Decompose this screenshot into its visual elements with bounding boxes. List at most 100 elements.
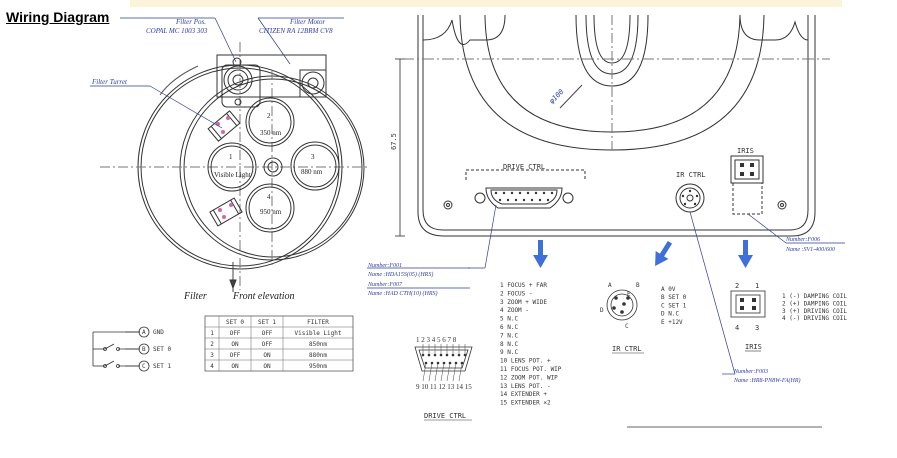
- pin-dot: [750, 163, 754, 167]
- pin-dot: [683, 202, 687, 206]
- housing-drawing: [395, 14, 830, 237]
- iris-pin-entry: 1 (-) DAMPING COIL: [782, 293, 847, 300]
- filter-3-num: 3: [311, 153, 315, 161]
- pin-dot: [494, 191, 498, 195]
- pin-dot: [693, 202, 697, 206]
- table-cell: SET 0: [226, 319, 244, 326]
- ir-pin-letter: A: [608, 282, 612, 289]
- table-cell: ON: [231, 363, 239, 370]
- callout-f001-1: Number:F001: [367, 263, 402, 269]
- callout-f003-1: Number:F003: [733, 369, 768, 375]
- drive-pin-entry: 15 EXTENDER ×2: [500, 400, 551, 407]
- drive-connector-bottom-numbers: 9 10 11 12 13 14 15: [416, 383, 472, 391]
- ir-pin-letter: B: [636, 282, 640, 289]
- callout-lines-left: [90, 17, 344, 129]
- switch-pin-c: C: [142, 363, 146, 370]
- table-cell: OFF: [262, 341, 273, 348]
- dim-67-5: 67.5: [390, 133, 398, 150]
- view-arrows: [533, 240, 753, 268]
- caption-filter: Filter: [183, 291, 207, 302]
- highlight-band: [130, 0, 842, 7]
- ir-pin-entry: D N.C: [661, 311, 679, 318]
- pin-dot: [695, 194, 699, 198]
- drive-pin-entry: 10 LENS POT. +: [500, 358, 551, 365]
- table-cell: OFF: [230, 330, 241, 337]
- drive-pin-entry: 11 FOCUS POT. WIP: [500, 366, 562, 373]
- pin-dot: [740, 172, 744, 176]
- drive-connector-top-numbers: 1 2 3 4 5 6 7 8: [416, 336, 457, 344]
- ir-pin-letter: E: [627, 291, 631, 298]
- panel-label-iris: IRIS: [737, 147, 754, 155]
- iris-pin-number: 2: [735, 282, 739, 290]
- filter-turret-drawing: [100, 42, 370, 292]
- pin-dot: [530, 198, 534, 202]
- callout-filter-motor-1: Filter Motor: [289, 18, 325, 26]
- pin-dot: [522, 198, 526, 202]
- pin-dot: [681, 194, 685, 198]
- drive-pin-entry: 4 ZOOM -: [500, 307, 529, 314]
- drive-ctrl-caption: DRIVE CTRL: [424, 412, 466, 420]
- pin-dot: [740, 306, 744, 310]
- pin-dot: [514, 198, 518, 202]
- table-cell: 850nm: [309, 341, 327, 348]
- filter-4-num: 4: [267, 193, 271, 201]
- filter-2-label: 350 nm: [260, 129, 282, 137]
- callout-f001-3: Number:F007: [367, 282, 403, 288]
- pin-dot: [626, 296, 630, 300]
- pin-dot: [542, 191, 546, 195]
- drive-pin-entry: 13 LENS POT. -: [500, 383, 551, 390]
- table-cell: Visible Light: [295, 330, 342, 337]
- ir-pin-letter: D: [600, 307, 604, 314]
- drive-pin-entry: 5 N.C: [500, 316, 518, 323]
- table-cell: 3: [210, 352, 214, 359]
- pin-dot: [612, 306, 616, 310]
- callout-f006-1: Number:F006: [785, 237, 820, 243]
- panel-label-drive-ctrl: DRIVE CTRL: [503, 163, 545, 171]
- table-cell: SET 1: [258, 319, 276, 326]
- arrow-drive-ctrl: [533, 240, 548, 268]
- callout-filter-turret: Filter Turret: [91, 78, 128, 86]
- ir-ctrl-pin-list: A 0VB SET 0C SET 1D N.CE +12V: [661, 286, 687, 326]
- filter-1-label: Visible Light: [214, 171, 251, 179]
- pin-dot: [752, 298, 756, 302]
- switch-pin-b: B: [142, 346, 146, 353]
- drive-pin-entry: 14 EXTENDER +: [500, 391, 547, 398]
- table-cell: OFF: [262, 330, 273, 337]
- switch-label-set1: SET 1: [153, 363, 171, 370]
- table-cell: ON: [263, 363, 271, 370]
- ir-pin-entry: E +12V: [661, 319, 683, 326]
- table-cell: 4: [210, 363, 214, 370]
- page-title: Wiring Diagram: [6, 9, 110, 25]
- drive-pin-entry: 3 ZOOM + WIDE: [500, 299, 547, 306]
- filter-1-num: 1: [229, 153, 233, 161]
- drive-pin-entry: 6 N.C: [500, 324, 518, 331]
- switch-pin-a: A: [142, 329, 146, 336]
- pin-dot: [518, 191, 522, 195]
- switch-label-set0: SET 0: [153, 346, 171, 353]
- pin-dot: [614, 296, 618, 300]
- table-cell: 1: [210, 330, 214, 337]
- callout-f006-2: Name :SV1-400/600: [785, 246, 835, 253]
- pin-dot: [526, 191, 530, 195]
- filter-4-label: 950 nm: [260, 208, 282, 216]
- arrow-ir-ctrl: [655, 240, 673, 267]
- sensor-markers: [216, 116, 233, 219]
- callout-f001-2: Name :HDA15S(05) (HRS): [367, 271, 433, 278]
- callout-f001-4: Name :HAD CTH(10) (HRS): [367, 290, 438, 297]
- iris-pin-entry: 3 (+) DRIVING COIL: [782, 308, 847, 315]
- ir-pin-entry: B SET 0: [661, 294, 687, 301]
- switch-schematic: [92, 326, 150, 372]
- drive-pin-entry: 2 FOCUS -: [500, 290, 533, 297]
- drive-pin-entry: 8 N.C: [500, 341, 518, 348]
- ir-pin-entry: C SET 1: [661, 302, 687, 309]
- arrow-iris: [738, 240, 753, 268]
- pin-dot: [750, 172, 754, 176]
- table-cell: 2: [210, 341, 214, 348]
- pin-dot: [688, 189, 692, 193]
- iris-pin-entry: 4 (-) DRIVING COIL: [782, 315, 847, 322]
- pin-dot: [752, 306, 756, 310]
- ir-pin-letter: C: [625, 323, 629, 330]
- drive-pin-entry: 1 FOCUS + FAR: [500, 282, 547, 289]
